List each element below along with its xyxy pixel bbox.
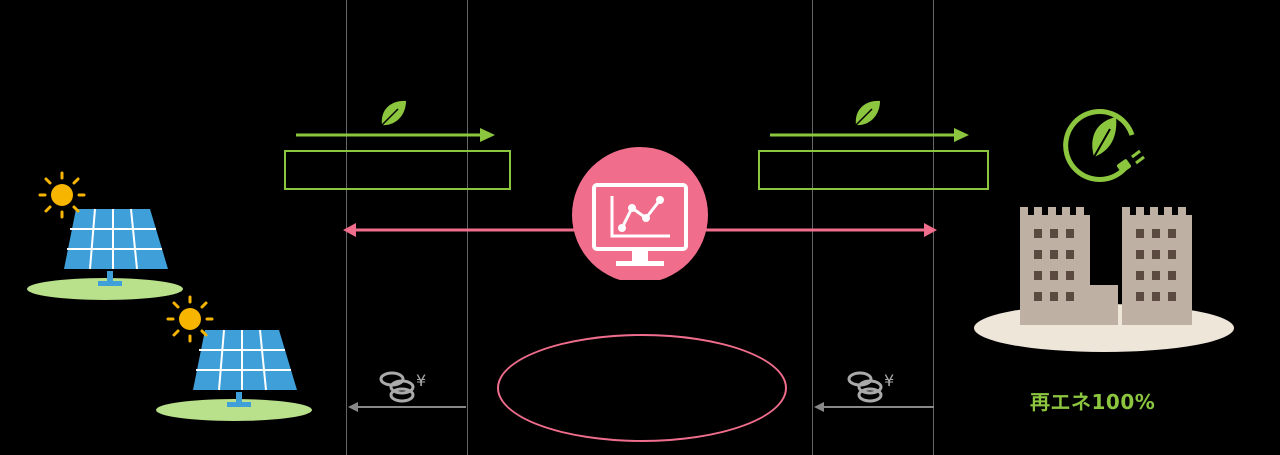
leaf-icon (381, 100, 406, 126)
divider-3 (812, 0, 813, 455)
solar-panel-icon (156, 329, 312, 421)
yen-symbol-left: ¥ (416, 371, 427, 390)
monitor-chart-icon (572, 147, 708, 280)
coins-icon (379, 371, 415, 403)
coins-icon (847, 371, 883, 403)
green-box-right (758, 150, 989, 190)
divider-1 (346, 0, 347, 455)
renewable-100-label: 再エネ100% (1030, 390, 1156, 414)
pink-flow (343, 147, 937, 280)
pink-ellipse (497, 334, 787, 442)
green-box-left (284, 150, 511, 190)
building-icon (1122, 207, 1192, 325)
eco-plug-icon (1063, 109, 1145, 182)
sun-icon (38, 171, 86, 219)
solar-panel-icon (27, 208, 183, 300)
solar-panels-group (27, 171, 312, 421)
green-flow-arrows (296, 100, 969, 142)
divider-2 (467, 0, 468, 455)
money-flow (348, 371, 934, 412)
building-icon (1020, 207, 1118, 325)
consumer-group (974, 109, 1234, 352)
sun-icon (166, 295, 214, 343)
leaf-icon (855, 100, 880, 126)
divider-4 (933, 0, 934, 455)
yen-symbol-right: ¥ (884, 371, 895, 390)
